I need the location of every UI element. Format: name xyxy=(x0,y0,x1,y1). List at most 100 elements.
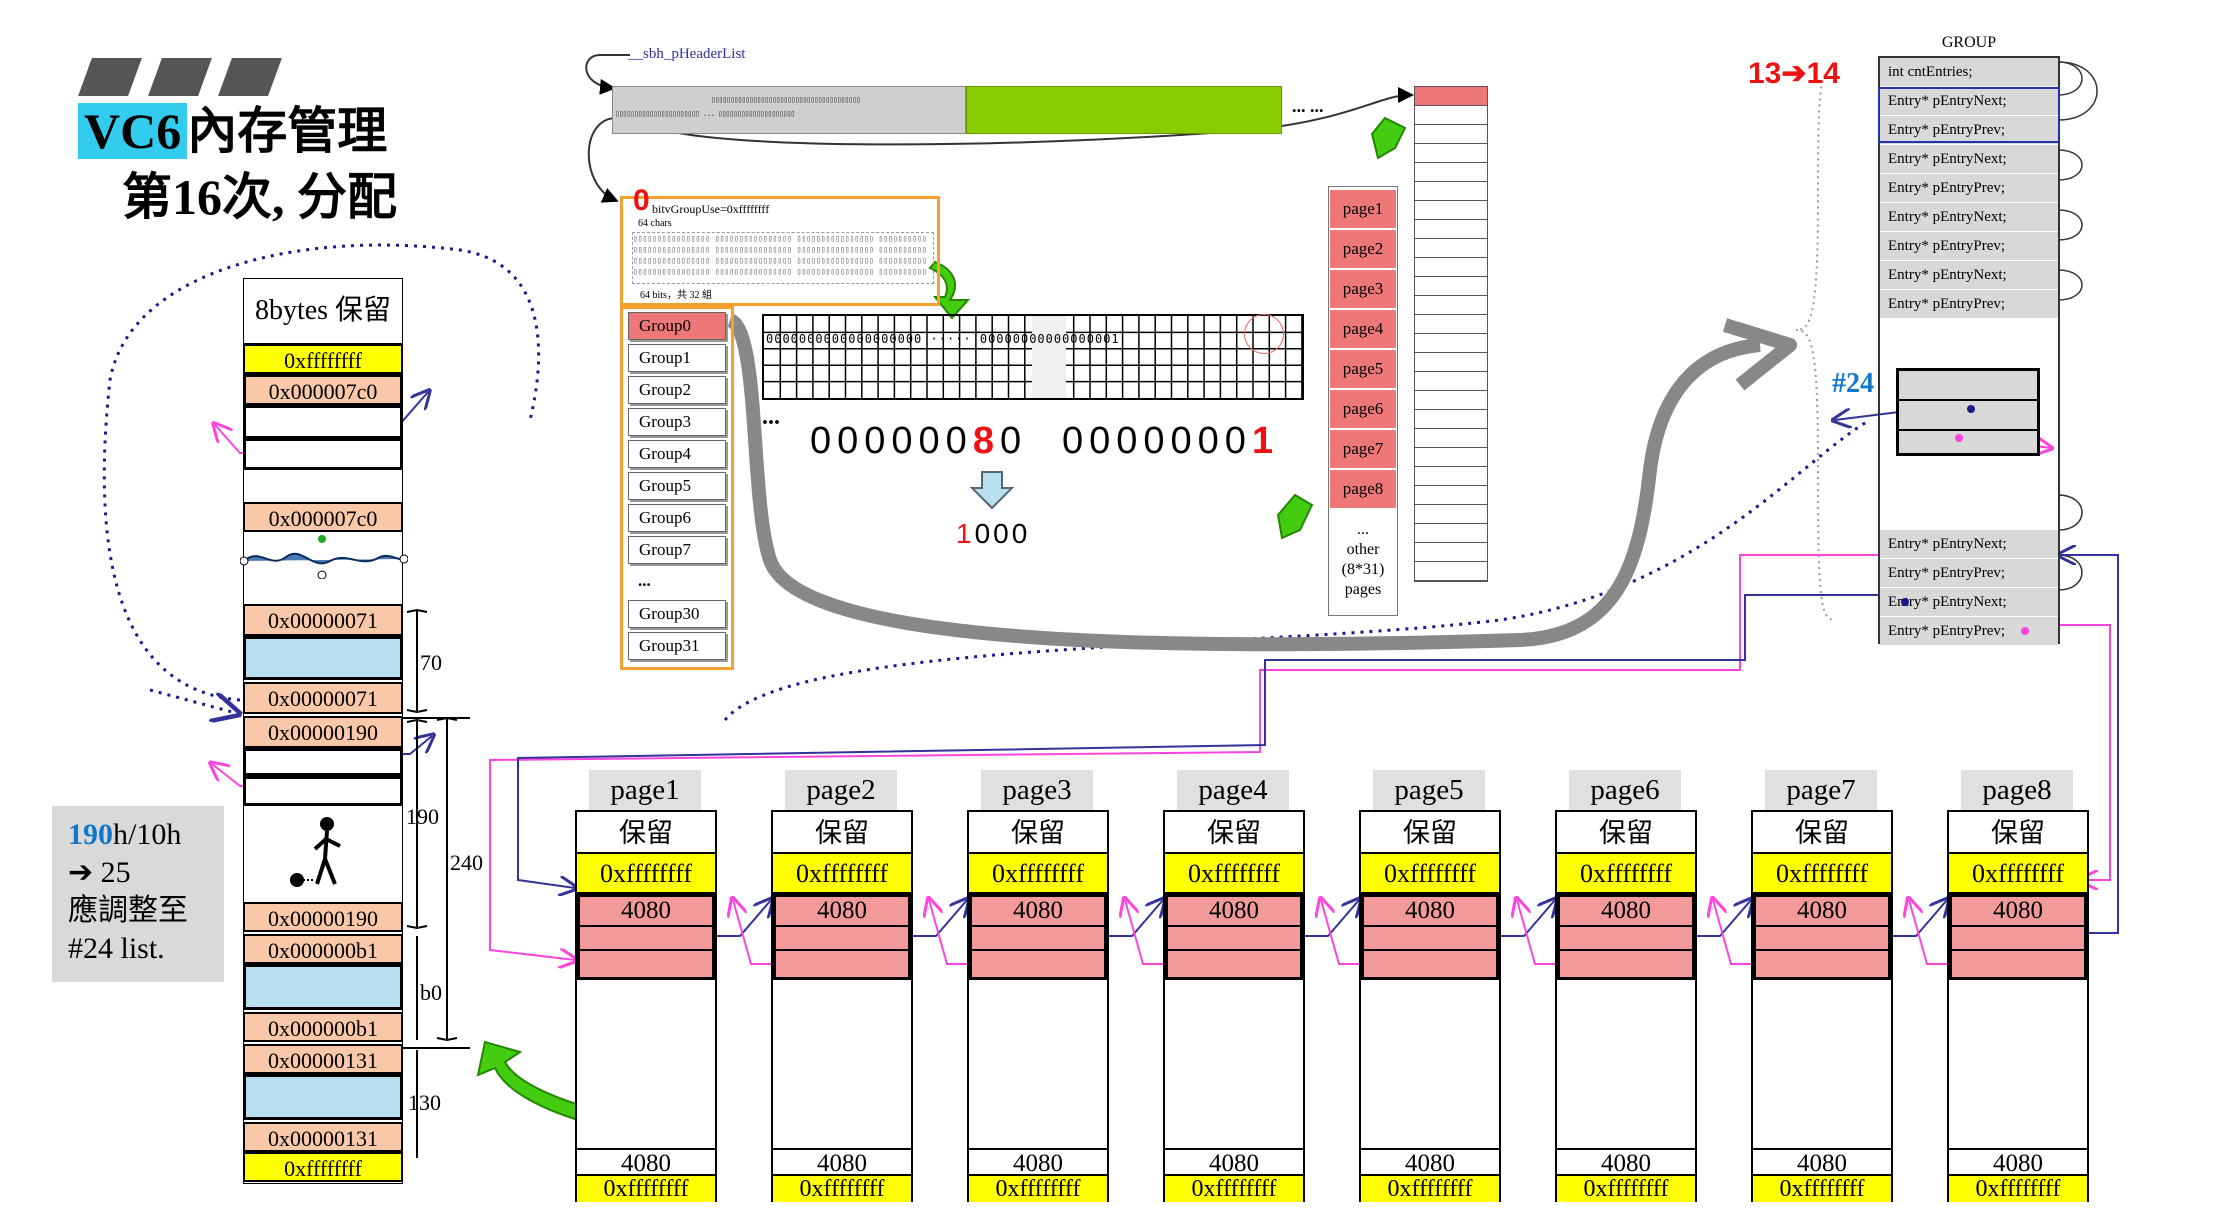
bottom-page-free-block: 4080 xyxy=(1753,894,1891,980)
bits-label: 64 bits，共 32 組 xyxy=(640,290,712,301)
pages-list-item-2: page2 xyxy=(1330,230,1396,270)
bottom-page-ffff: 0xffffffff xyxy=(577,854,715,894)
bottom-page-reserve: 保留 xyxy=(1753,812,1891,854)
group24-marker: #24 xyxy=(1832,368,1874,399)
stickman-icon xyxy=(290,817,341,887)
cell-131-b: 0x00000131 xyxy=(243,1122,403,1152)
reserve-header: 8bytes 保留 xyxy=(243,278,403,344)
entry-link-dot xyxy=(1901,598,1909,606)
note-line2: ➔ 25 xyxy=(68,856,131,889)
group-item-3: Group3 xyxy=(628,408,726,436)
free-block-71 xyxy=(243,636,403,680)
bottom-page-bottom-size: 4080 xyxy=(1165,1148,1303,1177)
entry-top-3: Entry* pEntryNext; xyxy=(1880,145,2058,174)
count-change: 13➔14 xyxy=(1748,57,1840,90)
title-line1: 內存管理 xyxy=(187,103,388,159)
down-arrow-icon xyxy=(970,471,1014,510)
bottom-page-title: page4 xyxy=(1177,770,1289,810)
pages-list-item-5: page5 xyxy=(1330,350,1396,390)
bottom-page-title: page3 xyxy=(981,770,1093,810)
bottom-page-bottom-size: 4080 xyxy=(773,1148,911,1177)
bottom-page-top-size: 4080 xyxy=(580,897,712,927)
entry-top-6: Entry* pEntryPrev; xyxy=(1880,232,2058,261)
entry-bottom-2: Entry* pEntryNext; xyxy=(1880,588,2058,617)
cell-ffff-bottom: 0xffffffff xyxy=(243,1152,403,1182)
bottom-page-ffff: 0xffffffff xyxy=(1949,854,2087,894)
bottom-page-free-block: 4080 xyxy=(773,894,911,980)
group24-list-head xyxy=(1896,368,2040,456)
cell-190-next xyxy=(243,748,403,776)
bottom-page-reserve: 保留 xyxy=(773,812,911,854)
note-line3: 應調整至 xyxy=(68,894,188,927)
group-item-1: Group1 xyxy=(628,344,726,372)
pages-list-item-6: page6 xyxy=(1330,390,1396,430)
bottom-page-free-block: 4080 xyxy=(1165,894,1303,980)
cell-7c0-b: 0x000007c0 xyxy=(243,502,403,532)
bottom-page-top-size: 4080 xyxy=(776,897,908,927)
bottom-page-top-size: 4080 xyxy=(1952,897,2084,927)
group-title: GROUP xyxy=(1941,34,1997,51)
bottom-page-ffff: 0xffffffff xyxy=(1165,854,1303,894)
cell-190-a: 0x00000190 xyxy=(243,716,403,748)
bottom-page-ffff-end: 0xffffffff xyxy=(969,1176,1107,1202)
bottom-page-free-block: 4080 xyxy=(577,894,715,980)
bitv-group-use: bitvGroupUse=0xffffffff xyxy=(652,202,770,216)
bottom-page-ffff-end: 0xffffffff xyxy=(1165,1176,1303,1202)
bottom-page-ffff-end: 0xffffffff xyxy=(1753,1176,1891,1202)
page-subtitle: 第16次, 分配 xyxy=(122,169,397,225)
bottom-page-top-size: 4080 xyxy=(1560,897,1692,927)
bottom-page-bottom-size: 4080 xyxy=(1557,1148,1695,1177)
cell-b1-a: 0x000000b1 xyxy=(243,934,403,964)
note-line4: #24 list. xyxy=(68,932,165,965)
bottom-page-title: page8 xyxy=(1961,770,2073,810)
bottom-page-bottom-size: 4080 xyxy=(577,1148,715,1177)
free-block-131 xyxy=(243,1074,403,1120)
entry-top-2: Entry* pEntryPrev; xyxy=(1880,116,2058,145)
binary-result: 1000 xyxy=(956,518,1031,549)
header-list-label: __sbh_pHeaderList xyxy=(628,46,746,62)
bottom-page-bottom-size: 4080 xyxy=(1949,1148,2087,1177)
entry-top-5: Entry* pEntryNext; xyxy=(1880,203,2058,232)
bottom-page-reserve: 保留 xyxy=(1361,812,1499,854)
pages-list-item-8: page8 xyxy=(1330,470,1396,510)
entry-bottom-3: Entry* pEntryPrev; xyxy=(1880,617,2058,646)
pages-list-item-4: page4 xyxy=(1330,310,1396,350)
region-header-frame xyxy=(620,196,940,306)
size-130: 130 xyxy=(408,1090,441,1115)
cell-b1-b: 0x000000b1 xyxy=(243,1012,403,1042)
bottom-page-ffff: 0xffffffff xyxy=(969,854,1107,894)
pages-list-item-7: page7 xyxy=(1330,430,1396,470)
big-gray-arrow xyxy=(726,313,1761,652)
note-box: 190h/10h ➔ 25 應調整至 #24 list. xyxy=(52,806,224,982)
dotted-link-group xyxy=(723,418,1871,721)
size-b0: b0 xyxy=(420,980,442,1005)
bottom-page-reserve: 保留 xyxy=(969,812,1107,854)
title-tag: VC6 xyxy=(78,103,188,159)
bottom-page-bottom-size: 4080 xyxy=(1361,1148,1499,1177)
entry-highlight xyxy=(1878,87,2060,143)
bottom-page-reserve: 保留 xyxy=(1165,812,1303,854)
free-block-b1 xyxy=(243,964,403,1010)
group-item-2: Group2 xyxy=(628,376,726,404)
other-pages: ...other(8*31)pages xyxy=(1341,521,1385,598)
bitmap-dots: ... xyxy=(762,404,780,430)
title-decoration xyxy=(78,58,295,101)
cell-ffff-top: 0xffffffff xyxy=(243,344,403,374)
bottom-page-ffff: 0xffffffff xyxy=(1361,854,1499,894)
pages-list-item-1: page1 xyxy=(1330,190,1396,230)
navy-long-link xyxy=(517,594,1880,888)
group-item-5: Group5 xyxy=(628,472,726,500)
page-stripes xyxy=(1414,86,1488,582)
break-mark xyxy=(240,535,408,579)
bottom-page-bottom-size: 4080 xyxy=(969,1148,1107,1177)
hex-right: 00000001 xyxy=(1062,420,1280,462)
